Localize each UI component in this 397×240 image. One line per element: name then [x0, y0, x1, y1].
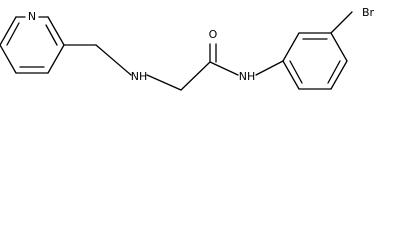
double-bond-inner	[327, 60, 341, 84]
bond	[330, 60, 348, 90]
bond	[330, 32, 348, 62]
bond	[47, 44, 65, 74]
bond	[209, 61, 239, 76]
amine-nh-label: NH	[131, 70, 148, 83]
benzene-ring	[282, 11, 353, 90]
double-bond-inner	[289, 60, 303, 84]
bond	[282, 60, 300, 90]
bond	[146, 74, 182, 91]
amide-nh-label: NH	[239, 70, 256, 83]
bond	[0, 16, 17, 46]
bromine-label: Br	[362, 6, 375, 19]
pyridine-ring	[0, 16, 65, 74]
bond	[255, 60, 284, 76]
bond	[282, 32, 300, 62]
linker-chain	[63, 43, 284, 91]
bond	[47, 16, 65, 46]
double-bond-inner	[45, 24, 58, 46]
double-bond-inner	[6, 22, 20, 46]
carbonyl-o-label: O	[209, 28, 218, 41]
bond	[330, 11, 353, 34]
pyridine-n-label: N	[28, 10, 36, 23]
molecule-svg: N NH O NH Br	[0, 6, 375, 91]
bond	[180, 61, 211, 91]
bond	[95, 44, 132, 76]
bond	[0, 44, 17, 74]
structure-diagram: N NH O NH Br	[0, 0, 397, 107]
